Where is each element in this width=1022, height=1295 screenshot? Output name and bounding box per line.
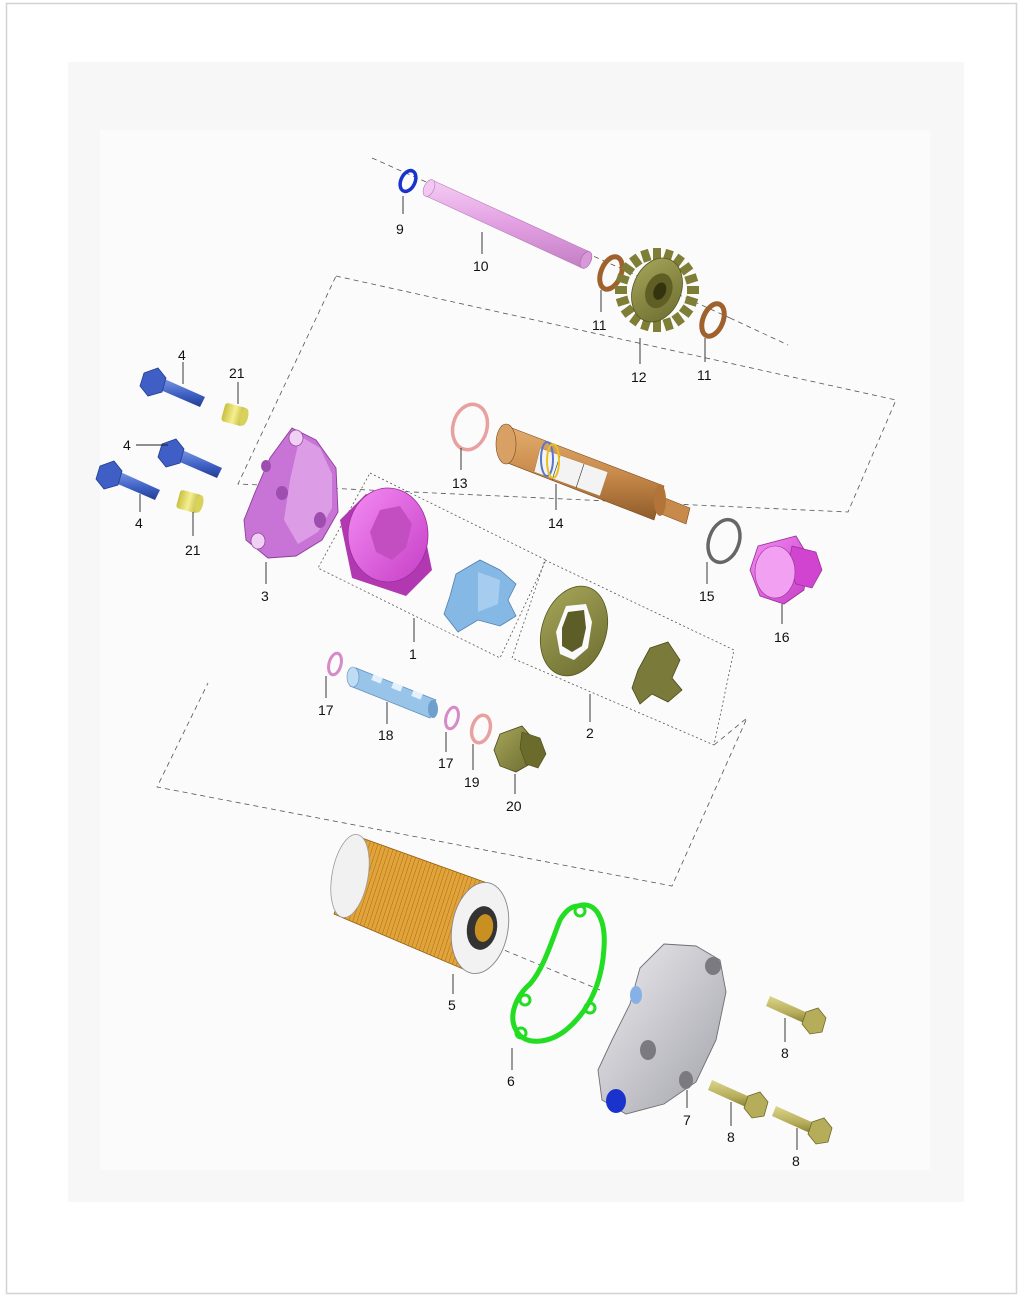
plug-part-20 xyxy=(493,725,547,773)
callout-7: 7 xyxy=(683,1112,691,1128)
bolt-part-8-top xyxy=(766,996,827,1035)
callout-4-top: 4 xyxy=(178,347,186,363)
callout-16: 16 xyxy=(774,629,790,645)
callout-17-right: 17 xyxy=(438,755,454,771)
gear-part-12 xyxy=(615,248,699,332)
valve-part-18 xyxy=(346,666,438,719)
callout-3: 3 xyxy=(261,588,269,604)
relief-valve-part-14 xyxy=(495,423,691,525)
callout-14: 14 xyxy=(548,515,564,531)
callout-8-top: 8 xyxy=(781,1045,789,1061)
callout-21-upper: 21 xyxy=(229,365,245,381)
gasket-part-6 xyxy=(510,902,607,1044)
rotor-inner-part-1 xyxy=(443,559,517,633)
callout-15: 15 xyxy=(699,588,715,604)
bolt-part-8-middle xyxy=(708,1080,769,1119)
callout-21-lower: 21 xyxy=(185,542,201,558)
washer-part-11-lower xyxy=(699,301,727,339)
bushing-part-21-upper xyxy=(221,403,249,426)
rotor-inner-part-2 xyxy=(631,641,683,705)
bolt-part-8-bottom xyxy=(772,1106,833,1145)
callout-6: 6 xyxy=(507,1073,515,1089)
rotor-outer-part-1 xyxy=(340,487,432,596)
circlip-part-9 xyxy=(398,168,418,194)
callout-13: 13 xyxy=(452,475,468,491)
oring-part-17-right xyxy=(444,705,460,731)
bolt-part-4-middle xyxy=(157,438,222,478)
oring-part-13 xyxy=(450,402,490,452)
oring-part-19 xyxy=(469,713,493,745)
callout-18: 18 xyxy=(378,727,394,743)
callout-4-bottom: 4 xyxy=(135,515,143,531)
bolt-part-4-bottom xyxy=(95,460,160,500)
callout-4-middle: 4 xyxy=(123,437,131,453)
callout-9: 9 xyxy=(396,221,404,237)
oring-part-17-left xyxy=(327,651,343,677)
callout-11-lower: 11 xyxy=(697,367,712,383)
callout-12: 12 xyxy=(631,369,647,385)
callout-8-bottom: 8 xyxy=(792,1153,800,1169)
bushing-part-21-lower xyxy=(176,490,204,513)
callout-1: 1 xyxy=(409,646,417,662)
drawing-panel-inner xyxy=(100,130,930,1170)
callout-5: 5 xyxy=(448,997,456,1013)
callout-2: 2 xyxy=(586,725,594,741)
callout-10: 10 xyxy=(473,258,489,274)
callout-17-left: 17 xyxy=(318,702,334,718)
bolt-part-4-top xyxy=(139,367,205,407)
rotor-outer-part-2 xyxy=(540,585,608,677)
callout-20: 20 xyxy=(506,798,522,814)
callout-8-middle: 8 xyxy=(727,1129,735,1145)
callout-11-upper: 11 xyxy=(592,317,607,333)
filter-cover-part-7 xyxy=(597,943,727,1115)
callout-labels: 9 10 11 12 11 4 21 4 4 21 3 13 14 15 16 … xyxy=(123,221,800,1169)
shaft-part-10 xyxy=(422,179,593,269)
pump-housing-part-3 xyxy=(243,427,339,559)
callout-19: 19 xyxy=(464,774,480,790)
oil-filter-part-5 xyxy=(330,834,510,975)
leader-lines xyxy=(136,196,798,1150)
oring-part-15 xyxy=(706,517,742,565)
plug-part-16 xyxy=(749,535,823,605)
